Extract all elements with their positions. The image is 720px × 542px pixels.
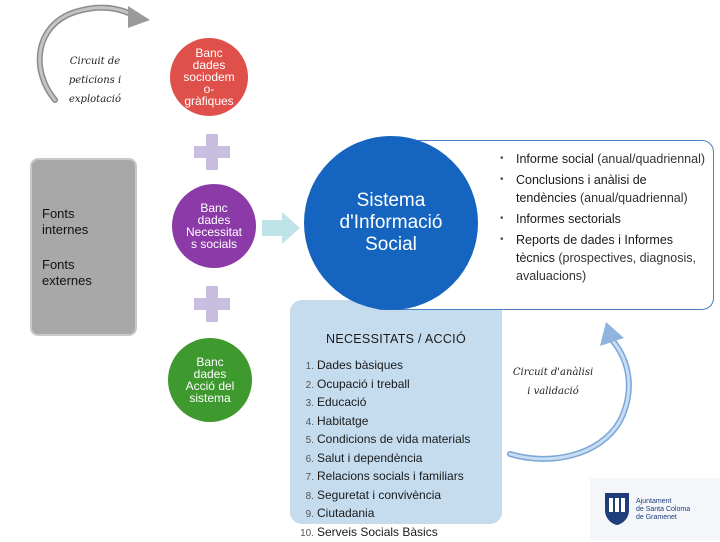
logo: Ajuntament de Santa Coloma de Gramenet (590, 478, 720, 540)
outputs-list: Informe social (anual/quadriennal) Concl… (500, 150, 710, 288)
list-item: 10.Serveis Socials Bàsics (298, 524, 498, 542)
list-item: 5.Condicions de vida materials (298, 431, 498, 450)
fonts-internes: Fonts internes (42, 206, 112, 238)
list-item: 1.Dades bàsiques (298, 357, 498, 376)
shield-icon (604, 492, 630, 526)
output-item: Informe social (anual/quadriennal) (500, 150, 710, 168)
plus-icon (194, 134, 230, 170)
fonts-externes: Fonts externes (42, 257, 112, 289)
arrow-right-icon (262, 212, 300, 244)
output-item: Informes sectorials (500, 210, 710, 228)
banc-necessitats-socials: Banc dades Necessitat s socials (172, 184, 256, 268)
output-item: Reports de dades i Informes tècnics (pro… (500, 231, 710, 285)
list-item: 3.Educació (298, 394, 498, 413)
banc-sociodemografiques: Banc dades sociodem o- gràfiques (170, 38, 248, 116)
list-item: 8.Seguretat i convivència (298, 487, 498, 506)
list-item: 7.Relacions socials i familiars (298, 468, 498, 487)
circuit-top-label: Circuit de peticions i explotació (60, 52, 130, 109)
needs-list: 1.Dades bàsiques 2.Ocupació i treball 3.… (298, 357, 498, 542)
list-item: 9.Ciutadania (298, 505, 498, 524)
list-item: 2.Ocupació i treball (298, 376, 498, 395)
sistema-informacio-social: Sistema d'Informació Social (304, 136, 478, 310)
list-item: 4.Habitatge (298, 413, 498, 432)
list-item: 6.Salut i dependència (298, 450, 498, 469)
banc-accio-sistema: Banc dades Acció del sistema (168, 338, 252, 422)
plus-icon (194, 286, 230, 322)
circuit-bottom-label: Circuit d'anàlisi i validació (508, 363, 598, 401)
fonts-box (30, 158, 137, 336)
needs-title: NECESSITATS / ACCIÓ (290, 332, 502, 346)
output-item: Conclusions i anàlisi de tendències (anu… (500, 171, 710, 207)
